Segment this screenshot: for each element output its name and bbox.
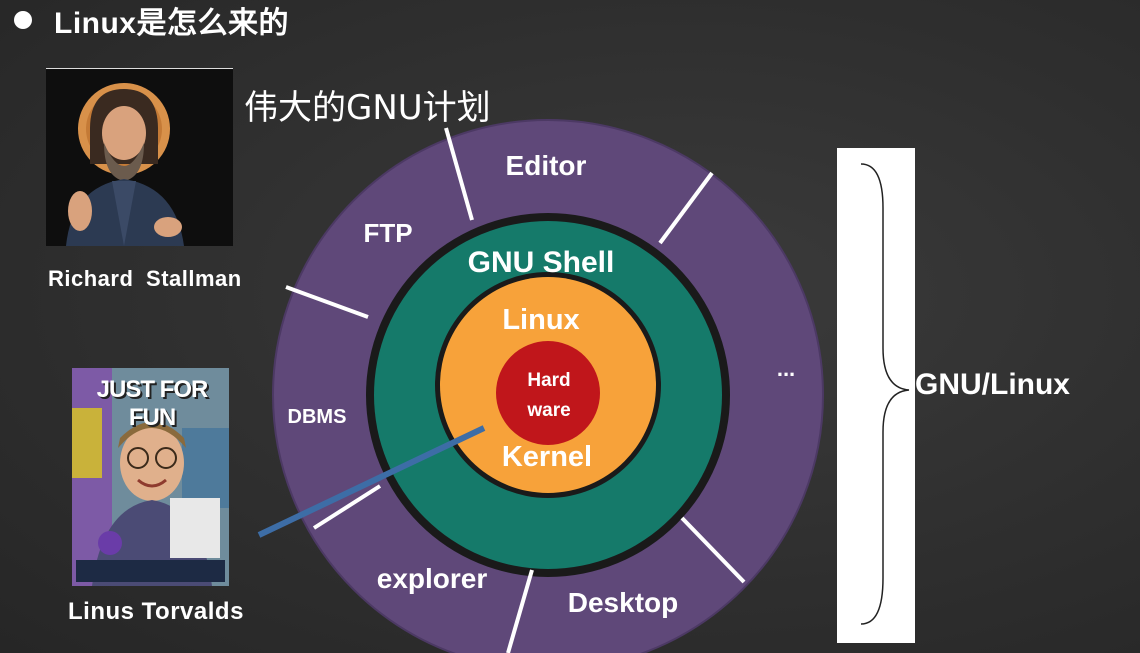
gnu-linux-label: GNU/Linux bbox=[915, 368, 1070, 401]
label-hard: Hard bbox=[527, 370, 570, 391]
label-linux: Linux bbox=[502, 304, 579, 336]
label-more: ... bbox=[777, 356, 795, 381]
divider-line bbox=[312, 484, 382, 530]
stallman-photo bbox=[46, 68, 233, 246]
divider-line bbox=[444, 127, 474, 221]
divider-line bbox=[285, 285, 369, 319]
curly-brace-icon bbox=[860, 163, 910, 625]
torvalds-name: Linus Torvalds bbox=[68, 598, 244, 625]
book-cover-illustration bbox=[72, 368, 229, 586]
bullet-icon bbox=[14, 11, 32, 29]
page-title: Linux是怎么来的 bbox=[54, 7, 289, 40]
label-editor: Editor bbox=[506, 150, 587, 181]
stallman-name: Richard Stallman bbox=[48, 266, 242, 291]
brace-box bbox=[837, 148, 915, 643]
gnu-plan-label: 伟大的GNU计划 bbox=[244, 88, 491, 128]
title-row: Linux是怎么来的 bbox=[14, 0, 289, 40]
label-dbms: DBMS bbox=[288, 406, 347, 428]
label-ftp: FTP bbox=[363, 218, 412, 248]
label-gnu-shell: GNU Shell bbox=[468, 246, 615, 279]
book-title: JUST FOR FUN bbox=[96, 376, 209, 431]
stallman-portrait-icon bbox=[46, 69, 233, 246]
torvalds-pointer-line bbox=[257, 425, 486, 538]
label-desktop: Desktop bbox=[568, 587, 678, 618]
divider-line bbox=[680, 516, 746, 584]
label-kernel: Kernel bbox=[502, 441, 592, 473]
divider-line bbox=[506, 569, 534, 653]
divider-line bbox=[658, 171, 714, 245]
hardware-circle bbox=[496, 341, 600, 445]
label-explorer: explorer bbox=[377, 563, 488, 594]
book-cover: JUST FOR FUN bbox=[72, 368, 229, 586]
label-ware: ware bbox=[526, 400, 570, 421]
